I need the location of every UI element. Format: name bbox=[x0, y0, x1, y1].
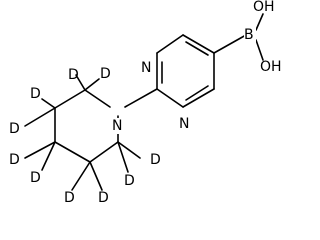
bond bbox=[75, 74, 86, 91]
bond bbox=[255, 13, 264, 31]
deuterium-label: D bbox=[124, 173, 135, 189]
bond bbox=[182, 88, 215, 108]
bond bbox=[71, 161, 91, 191]
bond bbox=[255, 39, 264, 61]
deuterium-label: D bbox=[150, 152, 161, 168]
deuterium-label: D bbox=[64, 190, 75, 206]
ring-nitrogen-top: N bbox=[141, 60, 151, 76]
double-bond bbox=[185, 41, 209, 56]
deuterium-label: D bbox=[98, 190, 109, 206]
bond bbox=[156, 88, 184, 108]
deuterium-label: D bbox=[9, 121, 20, 137]
bond bbox=[182, 34, 215, 54]
bond bbox=[89, 161, 103, 191]
chemical-structure-diagram: N N N B OH OH D D D D D D D D D D bbox=[9, 0, 282, 206]
bond bbox=[54, 89, 86, 109]
bond bbox=[117, 141, 141, 159]
deuterium-label: D bbox=[30, 170, 41, 186]
double-bond bbox=[185, 85, 209, 101]
bond bbox=[41, 98, 56, 109]
hydroxyl-bottom: OH bbox=[260, 59, 282, 75]
bond bbox=[89, 141, 119, 163]
deuterium-label: D bbox=[68, 67, 79, 83]
bond bbox=[213, 34, 247, 54]
deuterium-bonds bbox=[24, 74, 141, 191]
piperidine-nitrogen: N bbox=[112, 118, 122, 134]
bond bbox=[156, 34, 184, 54]
bond bbox=[54, 141, 91, 163]
boronic-acid-group bbox=[213, 13, 264, 61]
deuterium-label: D bbox=[100, 66, 111, 82]
bond bbox=[24, 141, 56, 159]
piperidine-ring bbox=[54, 89, 119, 163]
bond bbox=[24, 107, 56, 127]
bond bbox=[84, 78, 100, 91]
deuterium-label: D bbox=[30, 86, 41, 102]
bond bbox=[124, 88, 158, 108]
deuterium-label: D bbox=[9, 152, 20, 168]
bond bbox=[84, 89, 111, 108]
boron-atom: B bbox=[244, 27, 254, 43]
ring-nitrogen-bottom: N bbox=[179, 116, 189, 132]
hydroxyl-top: OH bbox=[253, 0, 275, 15]
bond bbox=[117, 141, 129, 173]
pyrimidine-ring bbox=[156, 34, 215, 108]
bond bbox=[41, 141, 56, 171]
